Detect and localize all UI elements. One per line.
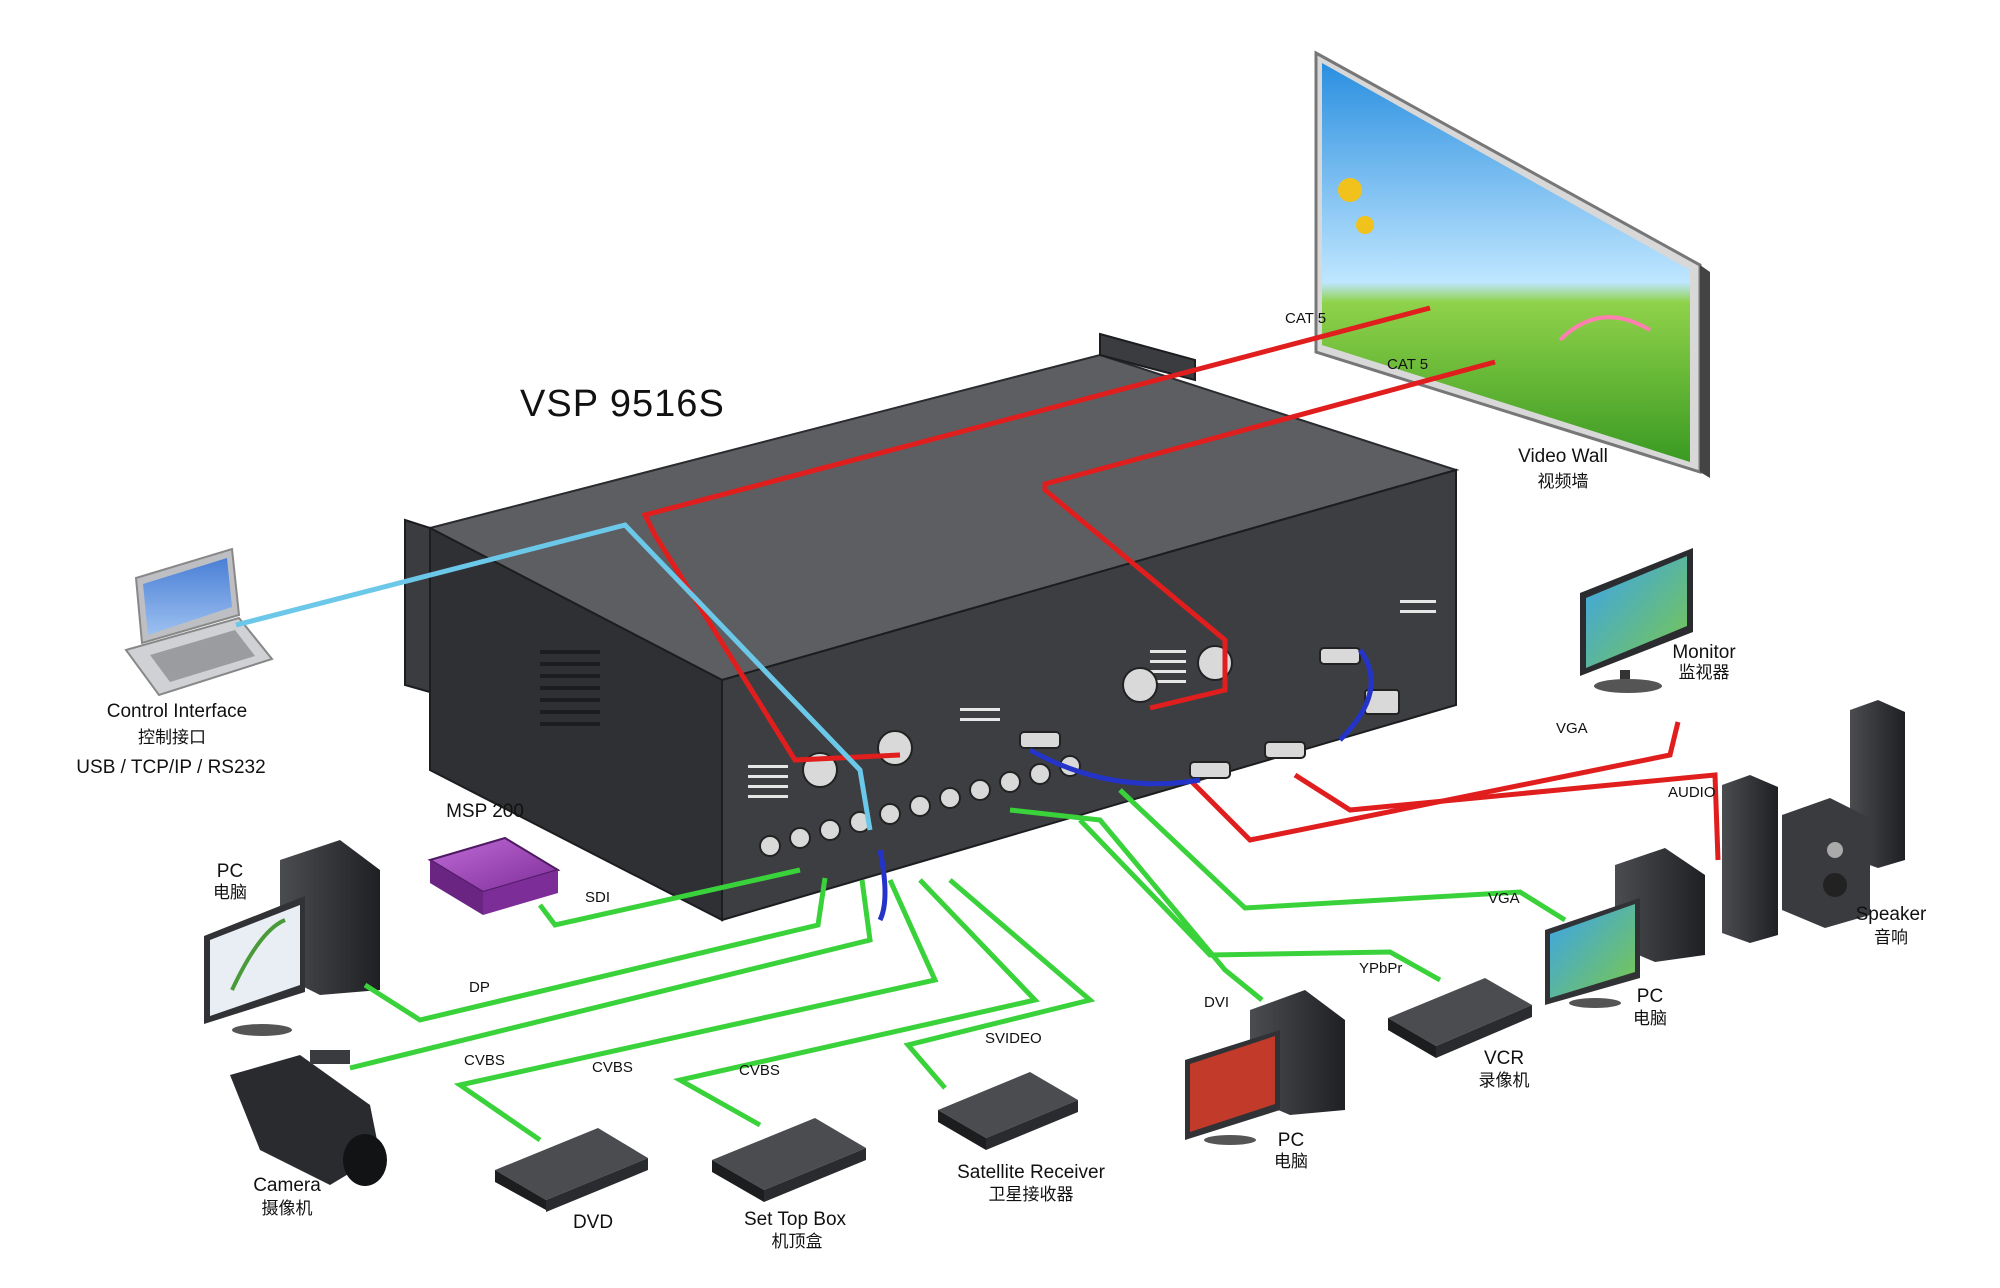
vcr-label: VCR bbox=[1483, 1048, 1525, 1069]
connection-label-cvbs: CVBS bbox=[592, 1059, 633, 1076]
vcr-device bbox=[1388, 978, 1532, 1058]
vcr-label-cn: 录像机 bbox=[1478, 1071, 1530, 1090]
satellite-label-cn: 卫星接收器 bbox=[988, 1185, 1074, 1204]
pc-right-device bbox=[1545, 848, 1705, 1008]
pc-center-label-cn: 电脑 bbox=[1274, 1152, 1308, 1171]
pc-left-label-cn: 电脑 bbox=[213, 883, 247, 902]
speaker-label-cn: 音响 bbox=[1874, 928, 1908, 947]
settop-label-cn: 机顶盒 bbox=[771, 1232, 823, 1251]
pc-right-label: PC bbox=[1636, 986, 1664, 1007]
connection-label-audio: AUDIO bbox=[1668, 784, 1716, 801]
connection-label-dp: DP bbox=[469, 979, 490, 996]
monitor-label-cn: 监视器 bbox=[1678, 663, 1730, 682]
speaker-label: Speaker bbox=[1855, 904, 1927, 925]
settop-label: Set Top Box bbox=[743, 1209, 847, 1230]
msp200-device bbox=[427, 836, 561, 915]
page-title: VSP 9516S bbox=[520, 383, 725, 425]
connection-label-cat5: CAT 5 bbox=[1387, 356, 1429, 373]
connection-label-dvi: DVI bbox=[1204, 994, 1230, 1011]
camera-label-cn: 摄像机 bbox=[261, 1199, 313, 1218]
connection-label-cvbs: CVBS bbox=[739, 1062, 780, 1079]
pc-left-label: PC bbox=[216, 861, 244, 882]
msp200-label: MSP 200 bbox=[446, 801, 524, 822]
connection-label-cvbs: CVBS bbox=[464, 1052, 505, 1069]
vsp-chassis bbox=[404, 332, 1460, 922]
control-interface-label: Control Interface bbox=[106, 701, 248, 722]
pc-center-device bbox=[1185, 990, 1345, 1145]
camera-label: Camera bbox=[253, 1175, 321, 1196]
pc-right-label-cn: 电脑 bbox=[1633, 1009, 1667, 1028]
dvd-label: DVD bbox=[572, 1212, 614, 1233]
laptop-device bbox=[124, 547, 274, 697]
satellite-device bbox=[938, 1072, 1078, 1150]
settop-device bbox=[712, 1118, 866, 1202]
satellite-label: Satellite Receiver bbox=[957, 1162, 1105, 1183]
speaker-device bbox=[1722, 700, 1905, 943]
connection-label-cat5: CAT 5 bbox=[1285, 310, 1327, 327]
connection-label-vga: VGA bbox=[1488, 890, 1520, 907]
dvd-device bbox=[495, 1128, 648, 1212]
camera-device bbox=[230, 1050, 387, 1186]
control-protocols-label: USB / TCP/IP / RS232 bbox=[76, 757, 266, 778]
connection-label-vga: VGA bbox=[1556, 720, 1588, 737]
connection-label-sdi: SDI bbox=[585, 889, 611, 906]
control-interface-label-cn: 控制接口 bbox=[138, 728, 206, 747]
video-wall-label-cn: 视频墙 bbox=[1537, 472, 1589, 491]
connection-label-svideo: SVIDEO bbox=[985, 1030, 1042, 1047]
pc-left-device bbox=[204, 840, 380, 1036]
pc-center-label: PC bbox=[1277, 1130, 1305, 1151]
video-wall-label: Video Wall bbox=[1518, 446, 1608, 467]
monitor-device bbox=[1580, 548, 1693, 693]
video-wall bbox=[1314, 50, 1710, 478]
monitor-label: Monitor bbox=[1672, 642, 1736, 663]
connection-label-ypbpr: YPbPr bbox=[1359, 960, 1403, 977]
